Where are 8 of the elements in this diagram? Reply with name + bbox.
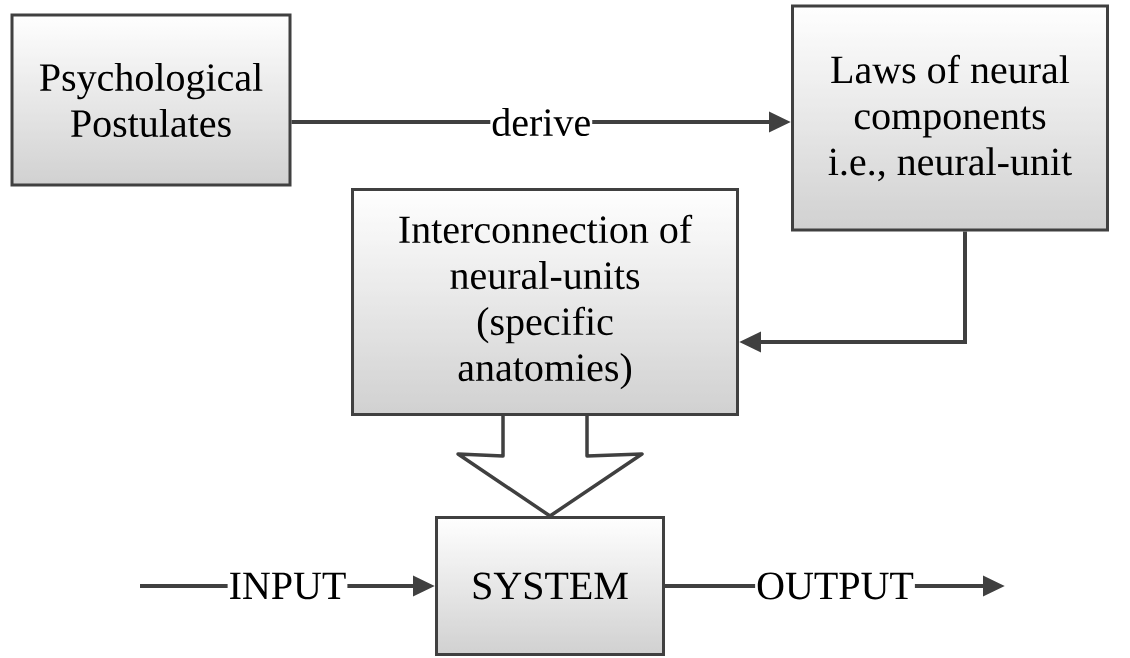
process-box: Interconnection of neural-units (specific anatomies) [351, 188, 739, 416]
process-box: SYSTEM [435, 516, 665, 656]
edge-label: derive [492, 107, 590, 137]
edge-label: INPUT [230, 572, 346, 600]
edge-label: OUTPUT [757, 572, 914, 600]
process-box: Laws of neural components i.e., neural-unit [791, 4, 1109, 232]
block-arrow [456, 414, 644, 518]
process-box: Psychological Postulates [10, 13, 292, 187]
